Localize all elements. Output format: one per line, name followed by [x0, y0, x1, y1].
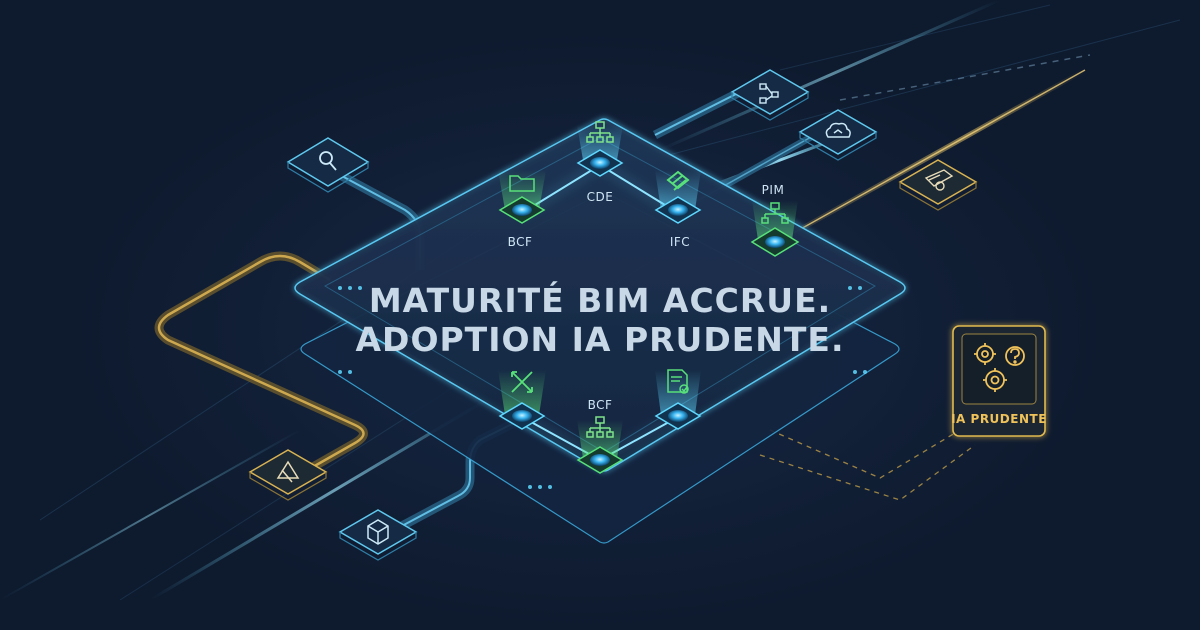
node-bottom-doc[interactable]: [654, 369, 702, 430]
node-top-bcf[interactable]: BCF: [498, 170, 546, 249]
node-bottom-arrows[interactable]: [498, 370, 546, 430]
node-top-label-1: BCF: [508, 235, 533, 249]
node-top-label-3: IFC: [670, 235, 690, 249]
folder-icon: [509, 175, 535, 192]
panel-cube[interactable]: [338, 509, 418, 561]
cloud-sync-icon: [825, 122, 851, 138]
hierarchy-icon: [586, 416, 614, 438]
node-top-label-4: PIM: [762, 183, 785, 197]
pim-hierarchy-icon: [761, 202, 789, 224]
panel-document-scan[interactable]: [898, 159, 978, 211]
panel-drawing-tools[interactable]: [248, 449, 328, 501]
document-scan-icon: [924, 169, 954, 191]
panel-search[interactable]: [286, 137, 370, 193]
headline-line-2: ADOPTION IA PRUDENTE.: [356, 320, 845, 359]
node-top-cde[interactable]: CDE: [576, 121, 624, 204]
gold-cables: [154, 67, 1087, 484]
ia-prudente-card[interactable]: IA PRUDENTE: [951, 325, 1047, 437]
hierarchy-icon: [586, 121, 614, 143]
panel-flowchart[interactable]: [730, 69, 810, 121]
cube-icon: [367, 519, 389, 545]
panel-cloud-sync[interactable]: [798, 109, 878, 161]
arrows-cross-icon: [511, 371, 533, 393]
ia-prudente-label: IA PRUDENTE: [951, 412, 1047, 426]
drawing-tools-icon: [276, 460, 300, 483]
node-top-pim[interactable]: PIM: [750, 183, 800, 257]
flowchart-icon: [759, 83, 779, 104]
search-icon: [319, 151, 337, 171]
node-bottom-bcf[interactable]: BCF: [576, 398, 624, 474]
node-top-label-2: CDE: [587, 190, 614, 204]
document-check-icon: [667, 369, 689, 394]
node-top-ifc[interactable]: IFC: [654, 170, 702, 249]
node-bottom-label-2: BCF: [588, 398, 613, 412]
ia-dashed-links: [759, 429, 976, 501]
ifc-logo-icon: [666, 170, 690, 191]
headline-line-1: MATURITÉ BIM ACCRUE.: [369, 280, 831, 320]
gears-question-icon: [974, 343, 1025, 392]
